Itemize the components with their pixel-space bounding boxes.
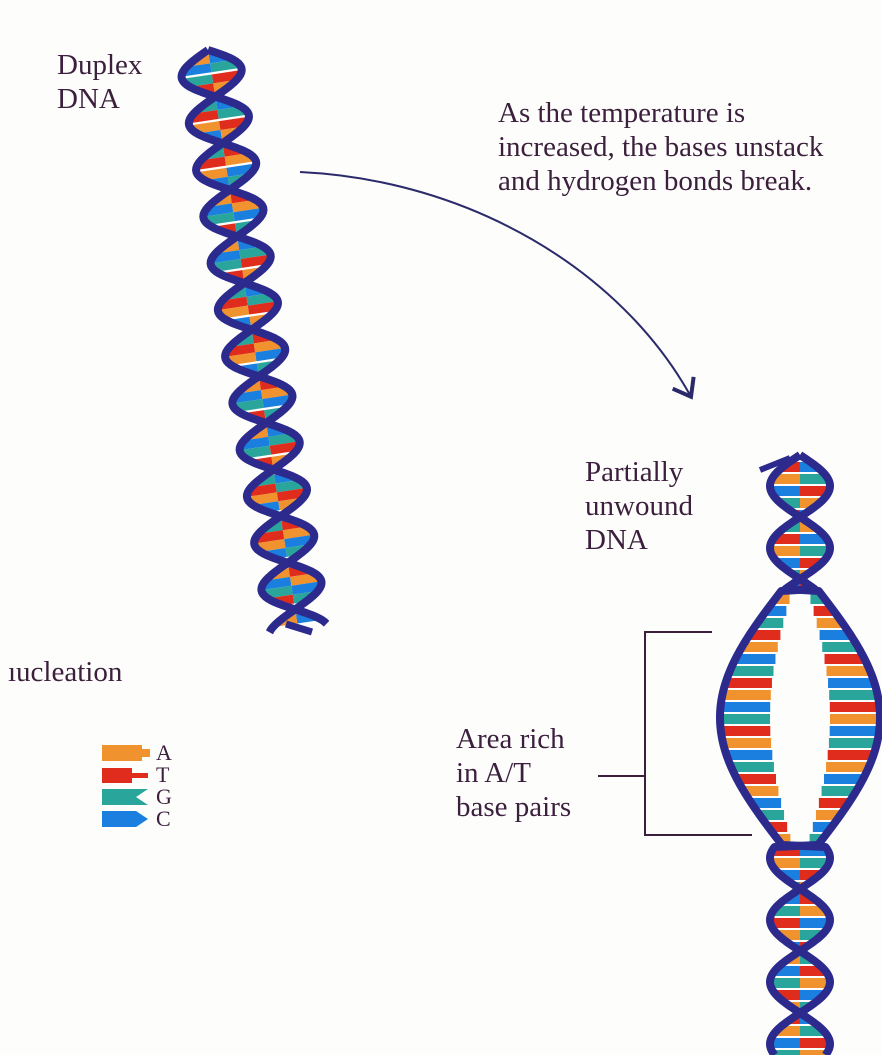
partially-label-line-1: Partially [585,455,693,489]
area-label-line-1: Area rich [456,722,571,756]
caption-line-1: As the temperature is [498,96,823,130]
nucleation-label: ıucleation [8,655,122,689]
C-shape-icon [100,808,152,830]
transition-arrow [300,172,690,395]
T-shape-icon [100,764,152,786]
legend-item-a: A [100,742,172,764]
duplex-label-line-2: DNA [57,82,142,116]
legend-label-t: T [156,764,169,786]
temperature-caption: As the temperature is increased, the bas… [498,96,823,198]
partially-label-line-2: unwound [585,489,693,523]
legend-label-c: C [156,808,171,830]
partially-unwound-label: Partially unwound DNA [585,455,693,557]
G-shape-icon [100,786,152,808]
legend-label-a: A [156,742,172,764]
caption-line-2: increased, the bases unstack [498,130,823,164]
legend-item-c: C [100,808,171,830]
duplex-label-line-1: Duplex [57,48,142,82]
area-label-line-3: base pairs [456,790,571,824]
duplex-dna-label: Duplex DNA [57,48,142,116]
area-label-line-2: in A/T [456,756,571,790]
at-rich-label: Area rich in A/T base pairs [456,722,571,824]
partially-label-line-3: DNA [585,523,693,557]
unwound-base-pairs [720,455,880,1055]
legend-item-g: G [100,786,172,808]
A-shape-icon [100,742,152,764]
legend-item-t: T [100,764,169,786]
caption-line-3: and hydrogen bonds break. [498,164,823,198]
base-legend: A T G C [100,742,200,852]
legend-label-g: G [156,786,172,808]
